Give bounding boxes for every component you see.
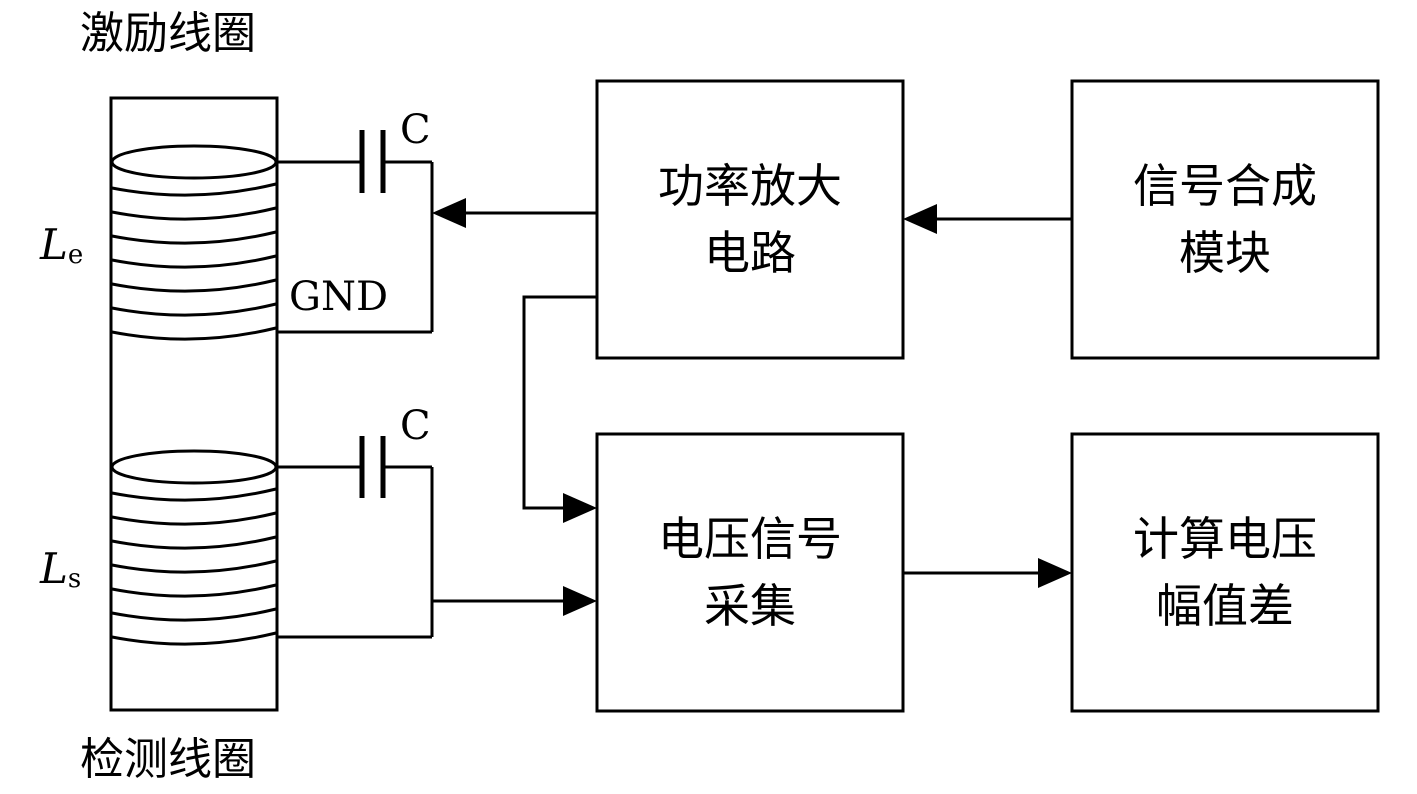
detection-coil-title: 检测线圈 xyxy=(80,734,256,785)
capacitor-label-bottom: C xyxy=(400,403,431,449)
arrow-synth-to-amp xyxy=(903,204,1072,234)
inductor-sub-s: s xyxy=(67,564,82,594)
block-amp-diff xyxy=(1070,432,1380,713)
amp-diff-line1: 计算电压 xyxy=(1133,511,1317,566)
capacitor-top xyxy=(359,130,386,193)
arrow-coil-to-acq xyxy=(432,586,597,616)
coil-former xyxy=(109,96,279,712)
amp-diff-text: 计算电压 幅值差 xyxy=(1072,434,1378,711)
block-power-amp xyxy=(595,79,905,360)
detection-coil xyxy=(110,449,278,646)
detection-wiring xyxy=(277,465,434,639)
inductor-sub-e: e xyxy=(67,240,84,270)
inductor-symbol-e: L xyxy=(40,220,68,269)
power-amp-line1: 功率放大 xyxy=(658,158,842,213)
voltage-acq-text: 电压信号 采集 xyxy=(597,434,903,711)
excitation-coil xyxy=(110,144,278,341)
excitation-wiring xyxy=(277,160,434,334)
capacitor-label-top: C xyxy=(400,107,431,153)
arrow-acq-to-diff xyxy=(903,558,1072,588)
inductor-symbol-s: L xyxy=(40,544,68,593)
capacitor-bottom xyxy=(359,436,386,498)
arrow-amp-to-acq xyxy=(522,295,597,523)
excitation-coil-title: 激励线圈 xyxy=(80,8,256,59)
voltage-acq-line1: 电压信号 xyxy=(658,511,842,566)
power-amp-text: 功率放大 电路 xyxy=(597,81,903,358)
signal-synth-line1: 信号合成 xyxy=(1133,158,1317,213)
signal-synth-line2: 模块 xyxy=(1179,225,1271,280)
inductor-label-detection: Ls xyxy=(40,548,82,594)
voltage-acq-line2: 采集 xyxy=(704,578,796,633)
amp-diff-line2: 幅值差 xyxy=(1156,578,1294,633)
arrow-amp-to-coil xyxy=(432,198,597,228)
inductor-label-excitation: Le xyxy=(40,224,84,270)
power-amp-line2: 电路 xyxy=(704,225,796,280)
gnd-label: GND xyxy=(289,274,389,320)
signal-synth-text: 信号合成 模块 xyxy=(1072,81,1378,358)
